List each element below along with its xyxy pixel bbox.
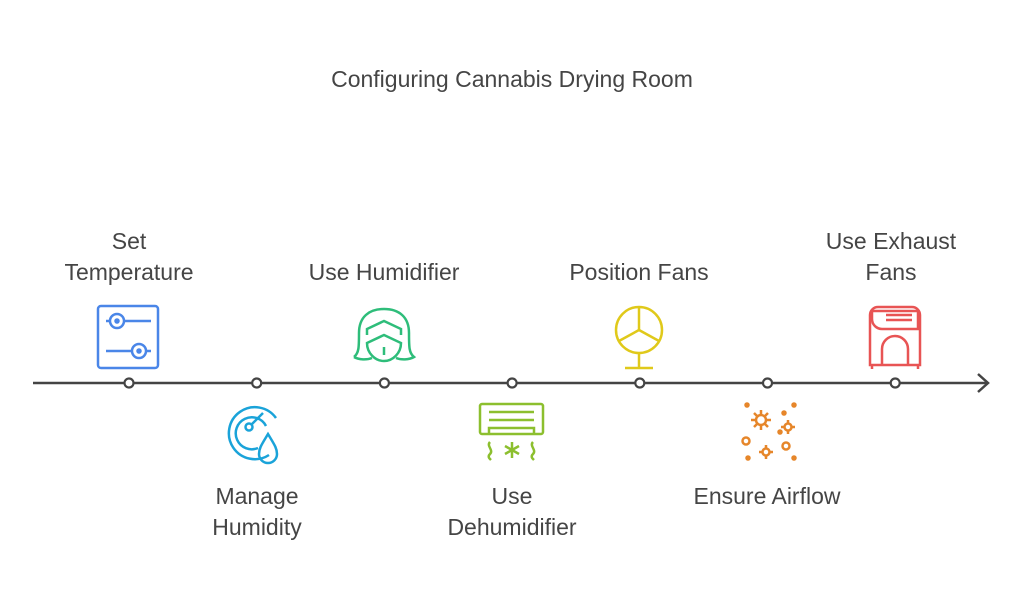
label-line: Use <box>491 483 533 509</box>
label-line: Use Humidifier <box>308 259 460 285</box>
label-line: Humidity <box>212 514 302 540</box>
step-label-set-temperature: Set Temperature <box>19 226 239 288</box>
gauge-droplet-icon <box>227 405 279 465</box>
air-conditioner-icon <box>478 402 545 461</box>
exhaust-unit-icon <box>868 305 922 369</box>
step-label-ensure-airflow: Ensure Airflow <box>657 481 877 512</box>
timeline-node <box>889 377 901 389</box>
sliders-icon <box>96 304 160 370</box>
label-line: Manage <box>215 483 299 509</box>
masked-face-icon <box>353 307 417 363</box>
label-line: Set <box>111 228 147 254</box>
fan-icon <box>614 305 664 370</box>
timeline-node <box>123 377 135 389</box>
timeline-node <box>378 377 390 389</box>
step-label-use-humidifier: Use Humidifier <box>274 257 494 288</box>
diagram-title: Configuring Cannabis Drying Room <box>331 66 693 92</box>
label-line: Use Exhaust <box>825 228 957 254</box>
timeline-node <box>506 377 518 389</box>
step-label-use-dehumidifier: Use Dehumidifier <box>402 481 622 543</box>
arrow-head-icon <box>977 373 990 393</box>
step-label-manage-humidity: Manage Humidity <box>147 481 367 543</box>
label-line: Dehumidifier <box>447 514 577 540</box>
label-line: Ensure Airflow <box>693 483 841 509</box>
label-line: Fans <box>865 259 917 285</box>
step-label-position-fans: Position Fans <box>529 257 749 288</box>
step-label-use-exhaust-fans: Use Exhaust Fans <box>781 226 1001 288</box>
label-line: Temperature <box>64 259 194 285</box>
timeline-node <box>251 377 263 389</box>
label-line: Position Fans <box>569 259 709 285</box>
particles-icon <box>741 402 797 461</box>
timeline-node <box>761 377 774 389</box>
timeline-node <box>634 377 646 389</box>
